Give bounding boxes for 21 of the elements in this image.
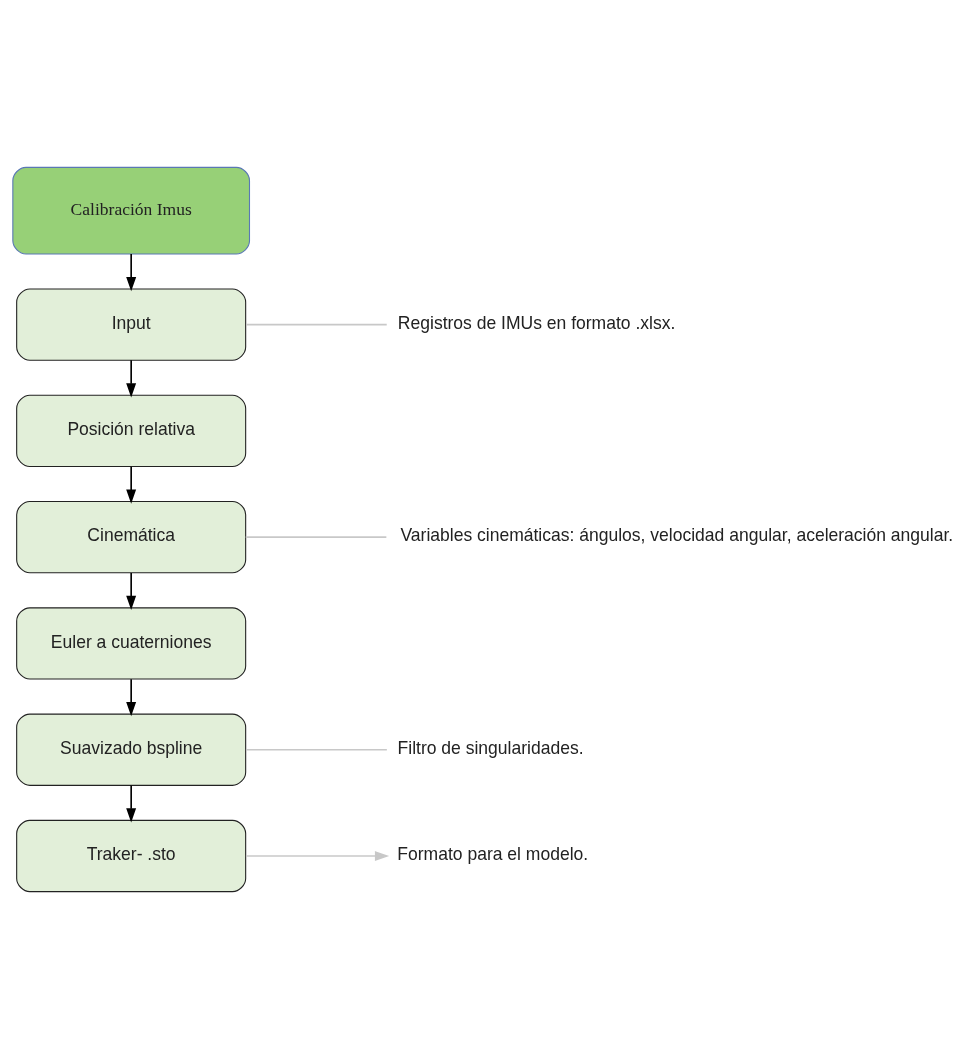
node-box: Euler a cuaterniones: [16, 607, 247, 680]
arrow: [126, 465, 137, 504]
node-text: Variables cinemáticas: ángulos, velocidad angular, aceleración angular.: [400, 525, 954, 546]
node-text: Registros de IMUs en formato .xlsx.: [397, 312, 676, 333]
node-box: Traker- .sto: [16, 819, 247, 893]
arrow: [126, 359, 137, 398]
node-box: Calibración Imus: [12, 166, 251, 255]
node-text: Filtro de singularidades.: [397, 737, 584, 758]
arrow: [245, 851, 390, 861]
node-box: Suavizado bspline: [16, 713, 247, 786]
arrow: [126, 572, 137, 610]
node-box: Input: [16, 288, 247, 361]
node-box: Posición relativa: [16, 394, 247, 468]
node-box: Cinemática: [16, 501, 247, 574]
connector: [245, 748, 388, 751]
arrow: [126, 678, 137, 717]
connector: [244, 536, 388, 538]
connector: [245, 323, 388, 326]
arrow: [126, 253, 137, 292]
arrow: [126, 784, 137, 823]
node-text: Formato para el modelo.: [397, 844, 589, 865]
